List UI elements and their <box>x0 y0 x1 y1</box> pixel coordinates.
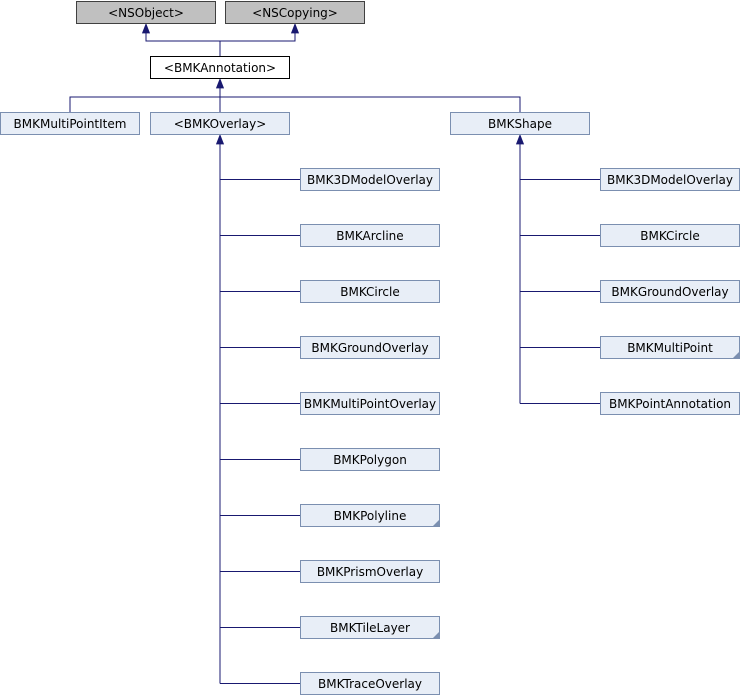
node-label: BMKCircle <box>340 285 400 299</box>
node-label: BMK3DModelOverlay <box>307 173 433 187</box>
node-ov-3dmodel[interactable]: BMK3DModelOverlay <box>300 168 440 191</box>
node-sh-circle[interactable]: BMKCircle <box>600 224 740 247</box>
node-box <box>300 672 440 695</box>
node-label: BMKShape <box>488 117 552 131</box>
node-box <box>300 504 440 527</box>
collapsed-children-marker <box>433 520 439 526</box>
edge-trunk-bmkoverlay-arrow <box>215 133 225 145</box>
node-ov-traceoverlay[interactable]: BMKTraceOverlay <box>300 672 440 695</box>
edges-layer <box>69 22 600 684</box>
collapsed-children-marker <box>733 352 739 358</box>
node-label: <BMKOverlay> <box>174 117 267 131</box>
node-ov-multipointoverlay[interactable]: BMKMultiPointOverlay <box>300 392 440 415</box>
edge-nsobject-to-bmkannotation <box>145 33 221 56</box>
node-bmkshape[interactable]: BMKShape <box>450 112 590 135</box>
node-label: BMKGroundOverlay <box>311 341 428 355</box>
node-box <box>0 112 140 135</box>
node-label: BMKMultiPointOverlay <box>304 397 436 411</box>
node-label: BMKMultiPointItem <box>14 117 127 131</box>
node-label: <NSObject> <box>108 6 184 20</box>
node-label: BMKPolyline <box>334 509 407 523</box>
node-label: <BMKAnnotation> <box>164 61 276 75</box>
node-box <box>76 1 216 24</box>
edge-nscopying-to-bmkannotation-arrow <box>290 22 300 34</box>
node-box <box>225 1 365 24</box>
node-label: BMKCircle <box>640 229 700 243</box>
node-ov-polygon[interactable]: BMKPolygon <box>300 448 440 471</box>
node-label: BMK3DModelOverlay <box>607 173 733 187</box>
node-box <box>150 112 290 135</box>
node-label: BMKTileLayer <box>330 621 410 635</box>
node-box <box>300 224 440 247</box>
node-label: BMKArcline <box>336 229 403 243</box>
node-box <box>300 168 440 191</box>
node-ov-groundoverlay[interactable]: BMKGroundOverlay <box>300 336 440 359</box>
node-bmkannotation[interactable]: <BMKAnnotation> <box>150 56 290 79</box>
node-box <box>300 560 440 583</box>
node-ov-tilelayer[interactable]: BMKTileLayer <box>300 616 440 639</box>
node-label: BMKGroundOverlay <box>611 285 728 299</box>
edge-bmkannotation-to-bmkshape <box>220 96 521 112</box>
node-bmkoverlay[interactable]: <BMKOverlay> <box>150 112 290 135</box>
node-label: BMKPolygon <box>333 453 407 467</box>
node-bmkmultipointitem[interactable]: BMKMultiPointItem <box>0 112 140 135</box>
node-sh-3dmodel[interactable]: BMK3DModelOverlay <box>600 168 740 191</box>
node-ov-prismoverlay[interactable]: BMKPrismOverlay <box>300 560 440 583</box>
edge-nsobject-to-bmkannotation-arrow <box>141 22 151 34</box>
node-sh-multipoint[interactable]: BMKMultiPoint <box>600 336 740 359</box>
edge-bmkannotation-to-bmkmultipointitem <box>69 96 220 112</box>
node-ov-polyline[interactable]: BMKPolyline <box>300 504 440 527</box>
node-ov-arcline[interactable]: BMKArcline <box>300 224 440 247</box>
collapsed-children-marker <box>433 632 439 638</box>
node-box <box>450 112 590 135</box>
node-label: BMKPointAnnotation <box>609 397 731 411</box>
node-label: BMKTraceOverlay <box>318 677 422 691</box>
node-box <box>300 616 440 639</box>
node-label: BMKMultiPoint <box>627 341 713 355</box>
node-sh-groundoverlay[interactable]: BMKGroundOverlay <box>600 280 740 303</box>
edge-trunk-bmkannotation-arrow <box>215 77 225 89</box>
node-label: <NSCopying> <box>252 6 338 20</box>
edge-trunk-bmkshape-arrow <box>515 133 525 145</box>
node-box <box>300 392 440 415</box>
node-nscopying: <NSCopying> <box>225 1 365 24</box>
node-sh-pointannotation[interactable]: BMKPointAnnotation <box>600 392 740 415</box>
edge-nscopying-to-bmkannotation <box>219 33 296 56</box>
node-box <box>300 280 440 303</box>
node-ov-circle[interactable]: BMKCircle <box>300 280 440 303</box>
node-box <box>150 56 290 79</box>
node-nsobject: <NSObject> <box>76 1 216 24</box>
node-box <box>300 448 440 471</box>
node-box <box>300 336 440 359</box>
node-label: BMKPrismOverlay <box>317 565 423 579</box>
